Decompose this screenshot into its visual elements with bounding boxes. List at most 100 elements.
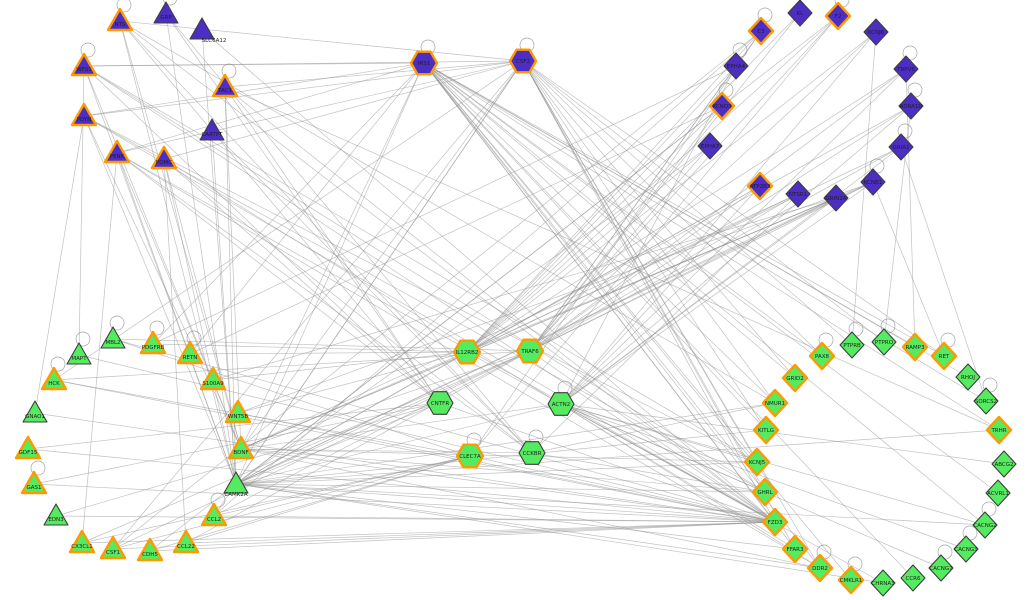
diamond-node-shape[interactable]	[747, 16, 775, 46]
diamond-node-shape[interactable]	[863, 18, 889, 46]
hexagon-node-shape[interactable]	[508, 48, 538, 74]
diamond-node-shape[interactable]	[930, 341, 958, 371]
node-CACNG7[interactable]: CACNG7	[928, 544, 954, 582]
node-PENK[interactable]: PENK	[103, 139, 131, 164]
node-CLEC7A[interactable]: CLEC7A	[455, 432, 485, 469]
triangle-node-shape[interactable]	[136, 537, 164, 562]
triangle-node-shape[interactable]	[106, 7, 134, 32]
node-ABCG2[interactable]: ABCG2	[991, 450, 1017, 478]
triangle-node-shape[interactable]	[70, 52, 98, 77]
triangle-node-shape[interactable]	[22, 400, 48, 423]
diamond-node-shape[interactable]	[781, 534, 809, 564]
node-CHRNA3[interactable]: CHRNA3	[870, 569, 896, 597]
triangle-node-shape[interactable]	[66, 342, 92, 365]
diamond-node-shape[interactable]	[746, 171, 774, 201]
diamond-node-shape[interactable]	[761, 388, 789, 418]
node-NMUR1[interactable]: NMUR1	[761, 388, 789, 418]
hexagon-node-shape[interactable]	[426, 391, 454, 415]
node-PAX8[interactable]: PAX8	[808, 332, 836, 371]
triangle-node-shape[interactable]	[153, 1, 179, 24]
node-IRS1[interactable]: IRS1	[409, 39, 439, 76]
node-RAMP3[interactable]: RAMP3	[901, 332, 929, 362]
diamond-node-shape[interactable]	[928, 554, 954, 582]
diamond-node-shape[interactable]	[985, 479, 1011, 507]
triangle-node-shape[interactable]	[40, 366, 68, 391]
triangle-node-shape[interactable]	[172, 529, 200, 554]
triangle-node-shape[interactable]	[199, 118, 225, 141]
node-GHRL[interactable]: GHRL	[751, 477, 779, 507]
node-DDR2[interactable]: DDR2	[806, 544, 834, 583]
diamond-node-shape[interactable]	[824, 1, 852, 31]
triangle-node-shape[interactable]	[100, 326, 126, 349]
diamond-node-shape[interactable]	[888, 133, 914, 161]
node-CSF2[interactable]: CSF2	[508, 37, 538, 74]
diamond-node-shape[interactable]	[743, 447, 771, 477]
node-EDN3[interactable]: EDN3	[43, 503, 69, 526]
diamond-node-shape[interactable]	[898, 92, 924, 120]
triangle-node-shape[interactable]	[150, 145, 178, 170]
node-CSF1[interactable]: CSF1	[99, 535, 127, 560]
node-PTPRB[interactable]: PTPRB	[839, 321, 865, 359]
triangle-node-shape[interactable]	[223, 471, 249, 494]
diamond-node-shape[interactable]	[823, 184, 849, 212]
diamond-node-shape[interactable]	[723, 52, 749, 80]
diamond-node-shape[interactable]	[806, 553, 834, 583]
diamond-node-shape[interactable]	[871, 328, 897, 356]
triangle-node-shape[interactable]	[14, 435, 42, 460]
node-NTSR1[interactable]: NTSR1	[785, 180, 811, 208]
triangle-node-shape[interactable]	[189, 17, 215, 40]
node-KL[interactable]: KL	[787, 0, 813, 27]
node-TAC1[interactable]: TAC1	[211, 63, 239, 98]
node-RET[interactable]: RET	[930, 332, 958, 371]
diamond-node-shape[interactable]	[901, 332, 929, 362]
triangle-node-shape[interactable]	[200, 502, 228, 527]
diamond-node-shape[interactable]	[839, 331, 865, 359]
triangle-node-shape[interactable]	[224, 399, 252, 424]
diamond-node-shape[interactable]	[781, 363, 809, 393]
node-CACNG2[interactable]: CACNG2	[972, 501, 998, 539]
node-GRP[interactable]: GRP	[153, 0, 179, 24]
node-CX3CL1[interactable]: CX3CL1	[68, 529, 96, 554]
diamond-node-shape[interactable]	[708, 91, 736, 121]
triangle-node-shape[interactable]	[103, 139, 131, 164]
hexagon-node-shape[interactable]	[547, 392, 575, 416]
diamond-node-shape[interactable]	[837, 565, 865, 595]
node-HCK[interactable]: HCK	[40, 356, 68, 391]
triangle-node-shape[interactable]	[176, 340, 204, 365]
diamond-node-shape[interactable]	[900, 564, 926, 592]
node-TRPV6[interactable]: TRPV6	[893, 45, 919, 83]
diamond-node-shape[interactable]	[870, 569, 896, 597]
node-GRID2[interactable]: GRID2	[781, 363, 809, 393]
diamond-node-shape[interactable]	[752, 415, 780, 445]
diamond-node-shape[interactable]	[785, 180, 811, 208]
triangle-node-shape[interactable]	[43, 503, 69, 526]
diamond-node-shape[interactable]	[761, 507, 789, 537]
node-GRIN2A[interactable]: GRIN2A	[823, 184, 849, 212]
node-PDGFRB[interactable]: PDGFRB	[139, 320, 167, 355]
diamond-node-shape[interactable]	[860, 168, 886, 196]
diamond-node-shape[interactable]	[991, 450, 1017, 478]
diamond-node-shape[interactable]	[808, 341, 836, 371]
node-TRAF6[interactable]: TRAF6	[515, 338, 545, 364]
hexagon-node-shape[interactable]	[515, 338, 545, 364]
triangle-node-shape[interactable]	[99, 535, 127, 560]
node-GNAO1[interactable]: GNAO1	[22, 400, 48, 423]
diamond-node-shape[interactable]	[697, 132, 723, 160]
diamond-node-shape[interactable]	[893, 55, 919, 83]
triangle-node-shape[interactable]	[139, 330, 167, 355]
diamond-node-shape[interactable]	[953, 535, 979, 563]
triangle-node-shape[interactable]	[68, 529, 96, 554]
hexagon-node-shape[interactable]	[452, 339, 482, 365]
node-IL12RB2[interactable]: IL12RB2	[452, 339, 482, 365]
node-MBL2[interactable]: MBL2	[100, 315, 126, 349]
triangle-node-shape[interactable]	[227, 435, 255, 460]
node-GDF15[interactable]: GDF15	[14, 435, 42, 460]
node-GRIA1[interactable]: GRIA1	[888, 123, 914, 161]
node-CDH5[interactable]: CDH5	[136, 537, 164, 562]
node-GAS1[interactable]: GAS1	[20, 460, 48, 495]
node-WNT5B[interactable]: WNT5B	[224, 399, 252, 424]
triangle-node-shape[interactable]	[199, 366, 227, 391]
diamond-node-shape[interactable]	[751, 477, 779, 507]
node-CCKBR[interactable]: CCKBR	[518, 429, 546, 465]
